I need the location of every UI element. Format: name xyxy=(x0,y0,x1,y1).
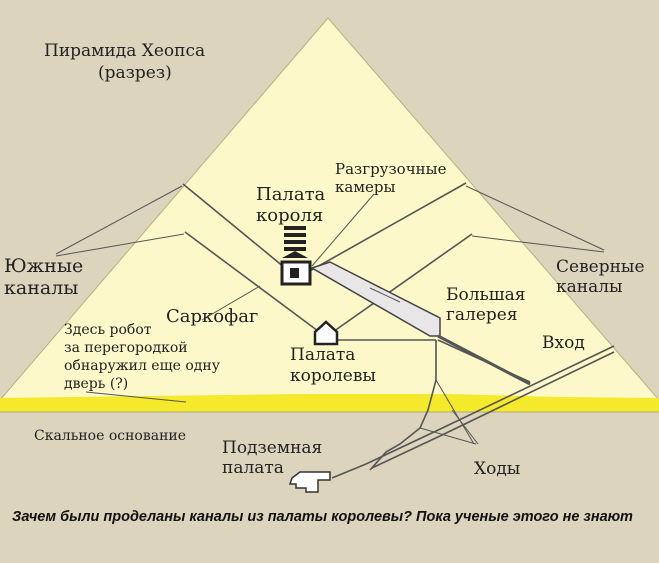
grand-gallery-label-line1: Большая xyxy=(446,285,525,305)
grand-gallery-label-line2: галерея xyxy=(446,305,518,325)
southern-shafts-label-line1: Южные xyxy=(4,255,83,277)
caption: Зачем были проделаны каналы из палаты ко… xyxy=(12,509,633,525)
grand-gallery xyxy=(310,261,441,337)
bedrock-band xyxy=(0,394,659,412)
robot-note-line1: Здесь робот xyxy=(64,322,152,338)
relief-chambers xyxy=(282,226,308,258)
ascending-passage xyxy=(437,334,531,386)
kings-chamber-label-line1: Палата xyxy=(256,184,326,205)
diagram-title-line1: Пирамида Хеопса xyxy=(44,41,205,61)
robot-note-line2: за перегородкой xyxy=(64,340,188,356)
leader-lines xyxy=(55,185,605,445)
underground-chamber-label-line2: палата xyxy=(222,458,284,478)
southern-shafts-label-line2: каналы xyxy=(4,277,78,299)
bedrock-label: Скальное основание xyxy=(34,428,186,444)
queens-chamber-label-line2: королевы xyxy=(290,366,376,386)
kings-chamber xyxy=(280,260,312,286)
northern-shafts-label-line2: каналы xyxy=(556,277,623,297)
shafts-and-passages xyxy=(182,182,615,479)
kings-chamber-label-line2: короля xyxy=(256,205,323,226)
queens-chamber xyxy=(313,320,339,346)
northern-shafts-label-line1: Северные xyxy=(556,257,645,277)
robot-note-line4: дверь (?) xyxy=(64,376,128,392)
underground-chamber xyxy=(288,471,331,493)
pyramid-cross-section-diagram: Пирамида Хеопса (разрез) Разгрузочные ка… xyxy=(0,17,659,493)
passages-label: Ходы xyxy=(474,459,520,479)
entrance-label: Вход xyxy=(542,333,585,353)
relief-chambers-label-line1: Разгрузочные xyxy=(335,160,447,178)
sarcophagus-label: Саркофаг xyxy=(166,306,258,327)
relief-chambers-label-line2: камеры xyxy=(335,178,395,196)
diagram-title-line2: (разрез) xyxy=(98,63,172,83)
underground-chamber-label-line1: Подземная xyxy=(222,438,322,458)
queens-chamber-label-line1: Палата xyxy=(290,345,355,365)
robot-note-line3: обнаружил еще одну xyxy=(64,358,221,374)
